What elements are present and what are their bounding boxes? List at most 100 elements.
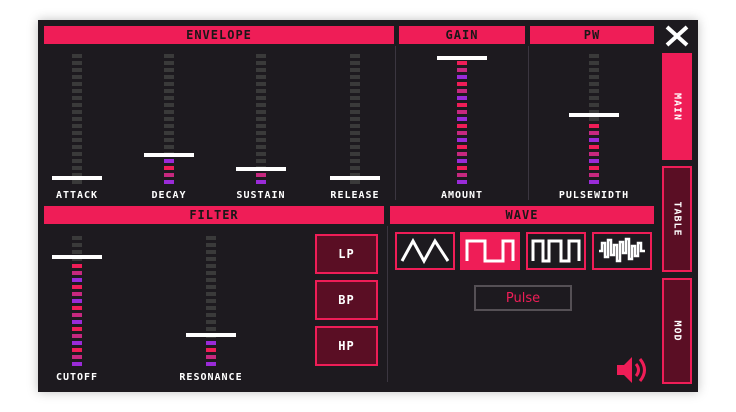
pulsewidth-slider[interactable] <box>569 50 619 184</box>
slider-segment <box>164 145 174 149</box>
slider-segment <box>457 145 467 149</box>
slider-segment <box>350 138 360 142</box>
close-icon[interactable] <box>664 25 690 47</box>
slider-segment <box>72 166 82 170</box>
triangle-wave-icon <box>400 237 450 265</box>
slider-segment <box>72 138 82 142</box>
slider-segment <box>72 299 82 303</box>
slider-segment <box>350 124 360 128</box>
slider-segment <box>457 96 467 100</box>
tab-table[interactable]: TABLE <box>662 166 692 272</box>
slider-segment <box>164 103 174 107</box>
slider-segment <box>206 236 216 240</box>
square-wave-button[interactable] <box>460 232 520 270</box>
slider-segment <box>256 173 266 177</box>
slider-segment <box>457 75 467 79</box>
decay-slider[interactable] <box>144 50 194 184</box>
slider-segment <box>206 292 216 296</box>
slider-segment <box>589 131 599 135</box>
slider-thumb[interactable] <box>52 176 102 180</box>
divider <box>528 46 529 200</box>
square-wave-icon <box>465 239 515 263</box>
slider-segment <box>256 159 266 163</box>
slider-segment <box>72 362 82 366</box>
slider-segment <box>72 320 82 324</box>
slider-segment <box>589 145 599 149</box>
lp-button[interactable]: LP <box>315 234 378 274</box>
slider-thumb[interactable] <box>236 167 286 172</box>
pulse-wave-button[interactable] <box>526 232 586 270</box>
amount-label: AMOUNT <box>440 190 484 201</box>
sustain-slider[interactable] <box>236 50 286 184</box>
slider-segment <box>72 348 82 352</box>
slider-segment <box>457 159 467 163</box>
slider-segment <box>164 110 174 114</box>
tab-table-label: TABLE <box>671 201 683 237</box>
slider-segment <box>206 313 216 317</box>
slider-segment <box>72 292 82 296</box>
slider-segment <box>457 61 467 65</box>
slider-segment <box>72 243 82 247</box>
noise-wave-button[interactable] <box>592 232 652 270</box>
speaker-icon[interactable] <box>614 354 650 386</box>
slider-segment <box>350 61 360 65</box>
tab-main[interactable]: MAIN <box>662 53 692 160</box>
slider-segment <box>206 327 216 331</box>
slider-segment <box>350 75 360 79</box>
hp-button[interactable]: HP <box>315 326 378 366</box>
slider-segment <box>72 110 82 114</box>
slider-segment <box>206 355 216 359</box>
slider-thumb[interactable] <box>144 153 194 158</box>
slider-segment <box>206 306 216 310</box>
slider-segment <box>350 180 360 184</box>
slider-segment <box>457 152 467 156</box>
gain-amount-slider[interactable] <box>437 56 487 184</box>
slider-segment <box>72 173 82 177</box>
slider-segment <box>72 131 82 135</box>
slider-segment <box>72 313 82 317</box>
slider-segment <box>589 82 599 86</box>
filter-header: FILTER <box>44 206 384 224</box>
slider-segment <box>72 278 82 282</box>
slider-segment <box>350 131 360 135</box>
slider-segment <box>350 68 360 72</box>
slider-segment <box>164 54 174 58</box>
slider-segment <box>457 124 467 128</box>
slider-thumb[interactable] <box>437 56 487 60</box>
slider-segment <box>589 159 599 163</box>
slider-segment <box>589 166 599 170</box>
slider-segment <box>589 54 599 58</box>
release-slider[interactable] <box>330 50 380 184</box>
divider <box>395 46 396 200</box>
gain-header: GAIN <box>399 26 525 44</box>
slider-thumb[interactable] <box>569 113 619 117</box>
triangle-wave-button[interactable] <box>395 232 455 270</box>
slider-segment <box>72 271 82 275</box>
pw-header: PW <box>530 26 654 44</box>
slider-thumb[interactable] <box>52 254 102 259</box>
slider-thumb[interactable] <box>330 176 380 180</box>
slider-segment <box>589 96 599 100</box>
slider-segment <box>256 117 266 121</box>
slider-segment <box>164 61 174 65</box>
resonance-slider[interactable] <box>186 232 236 366</box>
wave-header: WAVE <box>390 206 654 224</box>
slider-segment <box>72 82 82 86</box>
bp-button[interactable]: BP <box>315 280 378 320</box>
slider-segment <box>350 117 360 121</box>
slider-segment <box>164 96 174 100</box>
slider-segment <box>589 180 599 184</box>
slider-segment <box>72 327 82 331</box>
slider-segment <box>256 152 266 156</box>
slider-segment <box>72 355 82 359</box>
slider-segment <box>256 89 266 93</box>
cutoff-slider[interactable] <box>52 232 102 366</box>
tab-mod[interactable]: MOD <box>662 278 692 384</box>
slider-segment <box>457 173 467 177</box>
slider-segment <box>206 320 216 324</box>
attack-slider[interactable] <box>52 50 102 184</box>
slider-segment <box>72 89 82 93</box>
slider-segment <box>164 166 174 170</box>
slider-segment <box>72 117 82 121</box>
slider-thumb[interactable] <box>186 332 236 337</box>
